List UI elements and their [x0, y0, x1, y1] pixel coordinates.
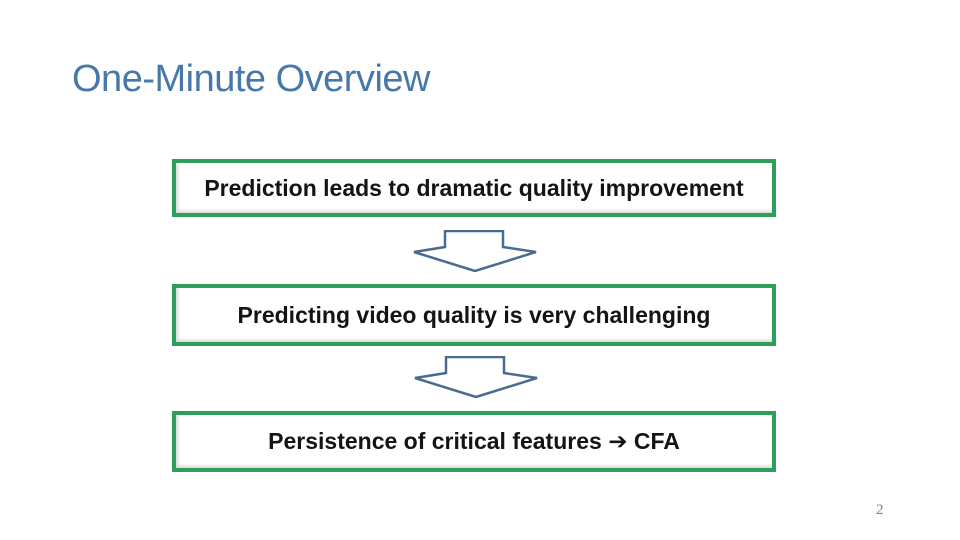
flow-box-predicting-challenging: Predicting video quality is very challen…: [172, 284, 776, 346]
flow-box-prediction-improvement: Prediction leads to dramatic quality imp…: [172, 159, 776, 217]
flow-box-persistence-cfa: Persistence of critical features ➔ CFA: [172, 411, 776, 472]
slide-title: One-Minute Overview: [72, 58, 430, 100]
flow-box-3-label: Persistence of critical features ➔ CFA: [268, 428, 680, 454]
down-arrow-icon: [413, 230, 537, 272]
down-arrow-icon: [414, 356, 538, 398]
page-number: 2: [876, 502, 884, 518]
flow-box-1-label: Prediction leads to dramatic quality imp…: [204, 174, 744, 201]
flow-box-2-label: Predicting video quality is very challen…: [237, 301, 711, 328]
